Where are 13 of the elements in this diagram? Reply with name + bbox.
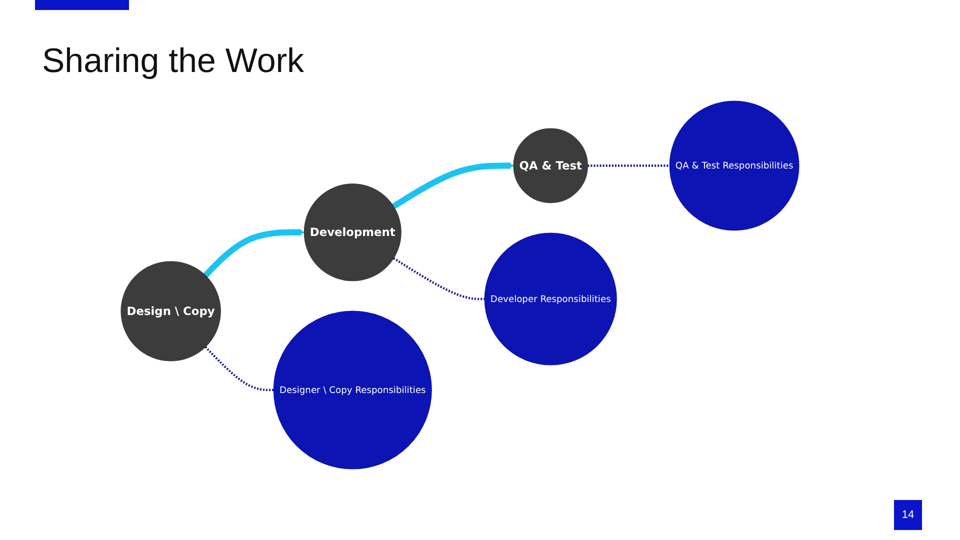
slide-title: Sharing the Work [42, 42, 304, 81]
arrow [203, 229, 305, 278]
node-circle: Developer Responsibilities [484, 232, 617, 366]
connector [588, 164, 670, 167]
node-circle: Development [304, 184, 402, 282]
node-circle: QA & Test [513, 128, 588, 204]
connector [204, 346, 274, 392]
node-circle: Design \ Copy [120, 261, 221, 362]
page-number: 14 [894, 500, 922, 530]
arrow [392, 162, 514, 210]
node-circle: QA & Test Responsibilities [669, 100, 800, 231]
node-circle: Designer \ Copy Responsibilities [273, 310, 432, 470]
connector [392, 257, 485, 300]
